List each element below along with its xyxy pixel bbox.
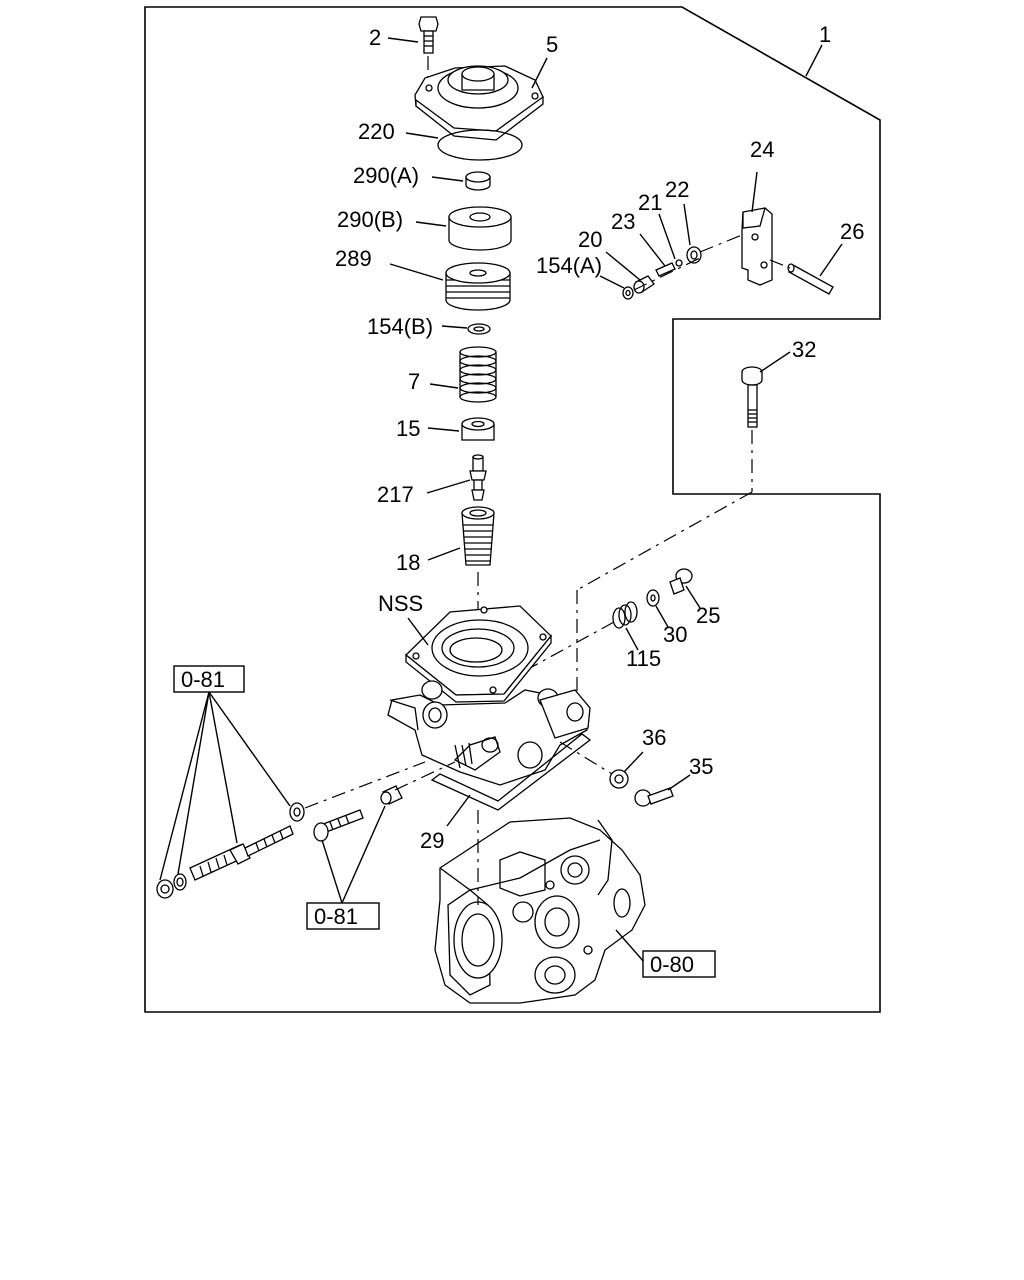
label-part-2: 2 [369, 25, 381, 50]
label-part-25: 25 [696, 603, 720, 628]
label-part-30: 30 [663, 622, 687, 647]
label-part-20: 20 [578, 227, 602, 252]
label-part-289: 289 [335, 246, 372, 271]
label-part-5: 5 [546, 32, 558, 57]
label-part-29: 29 [420, 828, 444, 853]
washer-part-30 [646, 589, 660, 607]
nut-part-15 [461, 417, 495, 441]
ref-box-0-81-bottom: 0-81 [306, 902, 380, 930]
bolt-part-32 [741, 366, 763, 492]
pin-part-23 [655, 262, 676, 277]
label-part-290b: 290(B) [337, 207, 403, 232]
label-part-21: 21 [638, 190, 662, 215]
ref-box-0-81-top: 0-81 [173, 665, 245, 693]
label-part-35: 35 [689, 754, 713, 779]
valve-body-nss [387, 605, 591, 786]
label-part-154b: 154(B) [367, 314, 433, 339]
label-part-18: 18 [396, 550, 420, 575]
cover-part-5 [414, 65, 544, 141]
cap-part-290a [465, 171, 491, 191]
ball-part-21 [675, 259, 683, 267]
label-part-36: 36 [642, 725, 666, 750]
label-part-290a: 290(A) [353, 163, 419, 188]
adjuster-screw-assembly [156, 802, 305, 899]
label-part-217: 217 [377, 482, 414, 507]
label-part-22: 22 [665, 177, 689, 202]
ref-label-0-81-top: 0-81 [181, 667, 225, 692]
screw-part-35 [634, 787, 674, 807]
bolt-part-2 [418, 16, 439, 84]
spring-part-115 [612, 601, 638, 629]
washer-part-36 [609, 769, 629, 789]
label-part-32: 32 [792, 337, 816, 362]
screw-nut-assembly [313, 785, 403, 842]
ref-label-0-80: 0-80 [650, 952, 694, 977]
label-nss: NSS [378, 591, 423, 616]
label-part-15: 15 [396, 416, 420, 441]
label-part-24: 24 [750, 137, 774, 162]
label-part-154a: 154(A) [536, 253, 602, 278]
bracket-part-24 [741, 207, 773, 286]
washer-part-154b [467, 323, 491, 335]
label-part-1: 1 [819, 22, 831, 47]
ref-box-0-80: 0-80 [642, 950, 716, 978]
plug-part-25 [669, 568, 693, 595]
pin-part-26 [787, 263, 834, 295]
ref-label-0-81-bottom: 0-81 [314, 904, 358, 929]
o-ring-part-220 [437, 129, 523, 161]
diagram-frame [144, 6, 881, 1013]
housing-part-289 [445, 262, 511, 311]
bellows-part-18 [461, 506, 495, 650]
label-part-220: 220 [358, 119, 395, 144]
gasket-part-29 [430, 733, 592, 811]
cup-part-290b [448, 206, 512, 251]
label-part-7: 7 [408, 369, 420, 394]
spring-part-7 [459, 346, 497, 403]
washer-part-154a [622, 286, 634, 300]
label-part-23: 23 [611, 209, 635, 234]
pump-housing-base [434, 817, 646, 1004]
pin-part-217 [469, 454, 487, 501]
label-part-115: 115 [626, 646, 661, 671]
label-part-26: 26 [840, 219, 864, 244]
